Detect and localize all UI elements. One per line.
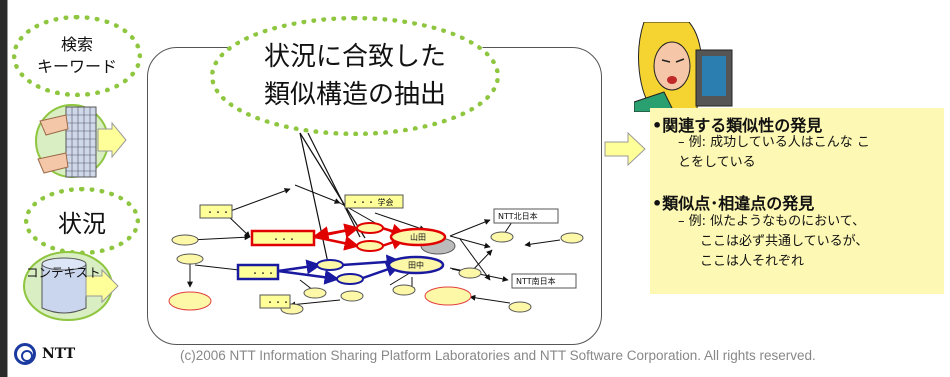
finding-bullet-1: •関連する類似性の発見 (652, 116, 823, 135)
extract-line1: 状況に合致した (263, 42, 446, 72)
copyright-text: (c)2006 NTT Information Sharing Platform… (180, 348, 816, 363)
context-label: コンテキスト (26, 265, 101, 280)
finding-bullet-2: •類似点･相違点の発見 (652, 194, 815, 213)
node-yamada: 山田 (410, 232, 426, 242)
finding-sub-2-line3: ここは人それぞれ (700, 254, 805, 269)
graph-box-gakkai: ・・・ 学会 (351, 197, 394, 207)
situation-label: 状況 (58, 209, 106, 238)
woman-computer-illustration (634, 22, 734, 112)
left-edge-line (7, 0, 8, 377)
search-keyword-line2: キーワード (36, 57, 117, 76)
ntt-logo: NTT (14, 343, 75, 365)
hand-grid-illustration (32, 95, 128, 187)
situation-bubble: 状況 (24, 187, 140, 255)
extract-line2: 類似構造の抽出 (263, 80, 446, 110)
left-edge-bar (0, 0, 7, 377)
graph-box-red: ・・・ (272, 235, 296, 244)
context-illustration (20, 248, 128, 322)
finding-sub-2-line1: – 例: 似たようなものにおいて、 (678, 214, 866, 229)
graph-diagram: ・・・ ・・・ 学会 ・・・ ・・・ ・・・ 山田 田中 NTT北日本 NTT南… (168, 132, 584, 315)
org-ntt-west: NTT南日本 (516, 276, 556, 286)
search-keyword-line1: 検索 (60, 35, 93, 54)
org-ntt-east: NTT北日本 (498, 211, 538, 221)
arrow-right-icon (604, 132, 646, 166)
pointer-lines (299, 132, 366, 264)
findings-panel: •関連する類似性の発見 – 例: 成功している人はこんな ことをしている •類似… (650, 108, 944, 294)
finding-sub-1: – 例: 成功している人はこんな ことをしている (678, 135, 870, 170)
ntt-mark-icon (14, 343, 36, 365)
finding-sub-2-line2: ここは必ず共通しているが、 (700, 234, 869, 249)
graph-box-5: ・・・ (266, 298, 290, 307)
extract-bubble: 状況に合致した 類似構造の抽出 (210, 16, 500, 136)
search-keyword-bubble: 検索 キーワード (12, 15, 142, 97)
node-tanaka: 田中 (408, 260, 424, 270)
graph-box-blue: ・・・ (251, 269, 275, 278)
graph-box-1: ・・・ (206, 208, 230, 217)
ntt-logo-text: NTT (42, 346, 76, 362)
